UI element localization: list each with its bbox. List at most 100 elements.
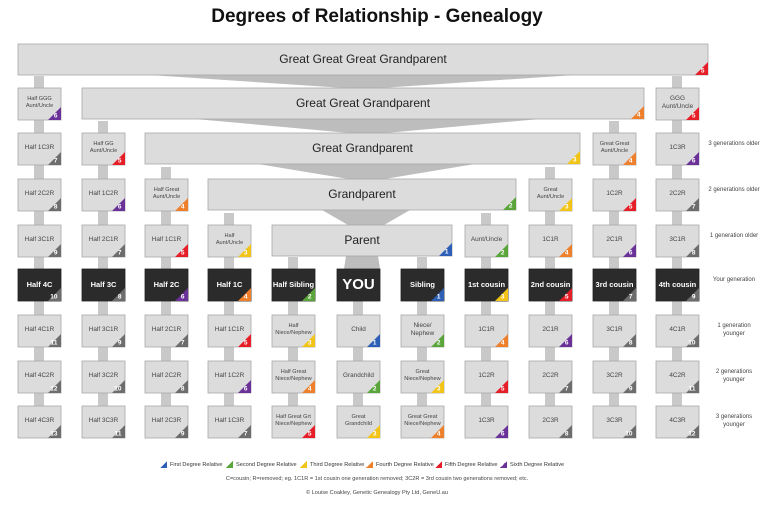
degree-number: 8: [565, 431, 569, 438]
degree-number: 8: [54, 204, 58, 211]
degree-marker: [631, 106, 644, 119]
degree-marker: [686, 152, 699, 165]
legend-label: Second Degree Relative: [236, 461, 297, 468]
degree-marker: [238, 288, 251, 301]
degree-marker: [48, 288, 61, 301]
degree-number: 6: [244, 386, 248, 393]
degree-number: 5: [118, 158, 122, 165]
relation-cell: [17, 360, 62, 394]
degree-number: 6: [181, 294, 185, 301]
generation-note: 3 generations younger: [715, 414, 753, 428]
degree-marker: [686, 380, 699, 393]
legend-swatch: [300, 461, 307, 468]
degree-number: 6: [692, 158, 696, 165]
degree-number: 2: [437, 340, 441, 347]
degree-marker: [112, 334, 125, 347]
legend-label: First Degree Relative: [170, 461, 223, 468]
degree-number: 7: [118, 250, 122, 257]
legend-swatch: [226, 461, 233, 468]
legend-label: Third Degree Relative: [310, 461, 365, 468]
degree-number: 8: [118, 294, 122, 301]
degree-marker: [495, 244, 508, 257]
degree-number: 5: [244, 340, 248, 347]
degree-marker: [623, 288, 636, 301]
degree-number: 4: [629, 158, 633, 165]
degree-number: 9: [692, 294, 696, 301]
degree-marker: [112, 380, 125, 393]
degree-number: 3: [565, 204, 569, 211]
degree-marker: [686, 334, 699, 347]
degree-number: 7: [54, 158, 58, 165]
degree-marker: [623, 380, 636, 393]
degree-marker: [559, 244, 572, 257]
degree-marker: [686, 288, 699, 301]
legend-item: Sixth Degree Relative: [500, 461, 564, 468]
degree-number: 9: [118, 340, 122, 347]
degree-marker: [695, 62, 708, 75]
degree-number: 6: [565, 340, 569, 347]
legend-item: Fifth Degree Relative: [435, 461, 498, 468]
relation-cell: [528, 224, 573, 258]
degree-marker: [48, 380, 61, 393]
degree-number: 8: [181, 386, 185, 393]
degree-marker: [367, 334, 380, 347]
great-great-great-grandparent-box: [17, 43, 709, 76]
generation-note: 2 generations younger: [715, 369, 753, 383]
degree-number: 7: [181, 340, 185, 347]
degree-marker: [48, 334, 61, 347]
degree-number: 9: [54, 250, 58, 257]
descent-funnel: [150, 75, 575, 88]
degree-marker: [503, 197, 516, 210]
column-connector: [545, 167, 555, 438]
descent-funnel: [322, 210, 410, 225]
degree-number: 10: [688, 340, 696, 347]
degree-marker: [48, 107, 61, 120]
degree-number: 5: [701, 68, 705, 75]
legend-item: Third Degree Relative: [300, 461, 364, 468]
degree-marker: [238, 425, 251, 438]
degree-marker: [112, 198, 125, 211]
degree-marker: [238, 380, 251, 393]
column-connector: [417, 257, 427, 438]
legend-item: First Degree Relative: [160, 461, 223, 468]
degree-marker: [495, 334, 508, 347]
legend-swatch: [366, 461, 373, 468]
degree-number: 11: [115, 431, 122, 438]
degree-number: 4: [637, 112, 641, 119]
degree-number: 3: [437, 386, 441, 393]
credit-line: © Louise Coakley, Genetic Genealogy Pty …: [305, 490, 449, 496]
degree-number: 9: [629, 386, 633, 393]
degree-marker: [112, 425, 125, 438]
degree-marker: [112, 152, 125, 165]
degree-marker: [623, 198, 636, 211]
degree-number: 11: [51, 340, 58, 347]
relation-cell: [400, 360, 445, 394]
degree-marker: [175, 198, 188, 211]
descent-funnel: [344, 256, 380, 269]
relation-cell: [81, 132, 126, 166]
column-connector: [288, 257, 298, 438]
degree-marker: [431, 380, 444, 393]
degree-number: 5: [308, 431, 312, 438]
degree-marker: [559, 198, 572, 211]
degree-marker: [623, 244, 636, 257]
degree-marker: [302, 380, 315, 393]
great-grandparent-box: [144, 132, 581, 165]
degree-marker: [686, 244, 699, 257]
degree-marker: [439, 243, 452, 256]
degree-number: 5: [181, 250, 185, 257]
degree-number: 6: [54, 113, 58, 120]
degree-number: 1: [437, 294, 441, 301]
parent-box: [271, 224, 453, 257]
degree-number: 10: [625, 431, 633, 438]
legend-swatch: [500, 461, 507, 468]
generation-note: 3 generations older: [708, 141, 760, 147]
degree-marker: [175, 288, 188, 301]
degree-marker: [302, 425, 315, 438]
degree-marker: [48, 152, 61, 165]
degree-marker: [175, 244, 188, 257]
generation-note: 2 generations older: [708, 187, 760, 193]
column-connector: [353, 257, 363, 438]
degree-marker: [686, 107, 699, 120]
